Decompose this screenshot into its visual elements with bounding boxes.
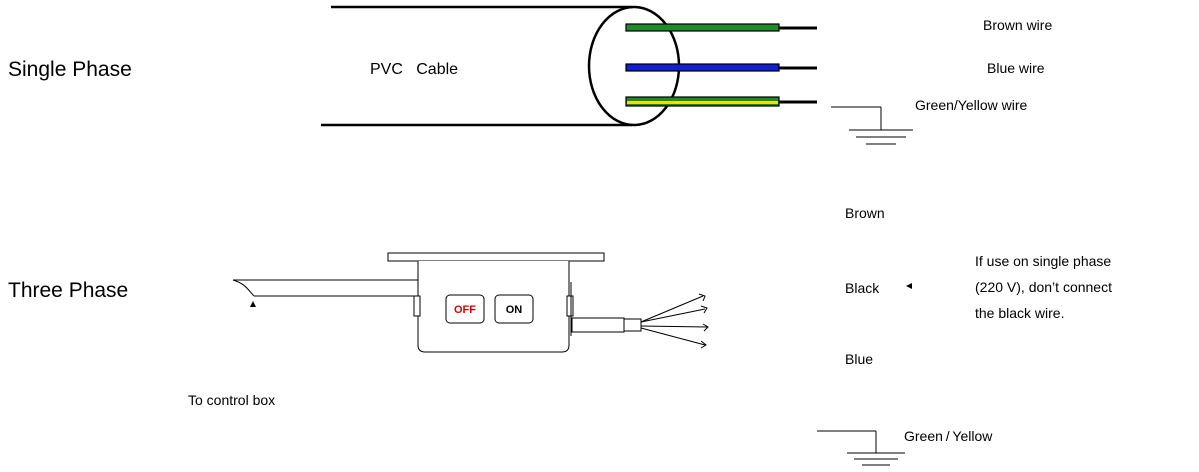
arrow-left-icon (906, 283, 912, 289)
on-button[interactable]: ON (494, 294, 534, 324)
green-yellow-label: Green / Yellow (904, 428, 993, 444)
green-yellow-wire-label: Green/Yellow wire (915, 97, 1028, 113)
blue-wire-label: Blue wire (987, 60, 1045, 76)
blue-wire (625, 63, 817, 72)
ground-symbol-icon (817, 430, 905, 466)
output-cable (571, 293, 709, 349)
single-phase-title: Single Phase (8, 58, 132, 81)
brown-wire-label: Brown wire (983, 17, 1052, 33)
control-cable (232, 279, 418, 297)
switch-box (387, 252, 605, 353)
note-line-3: the black wire. (975, 305, 1064, 321)
green-yellow-wire (625, 96, 817, 107)
on-button-label: ON (506, 304, 523, 316)
brown-wire (625, 23, 817, 32)
note-line-2: (220 V), don’t connect (975, 279, 1112, 295)
pvc-cable-label: PVC Cable (370, 61, 458, 78)
three-phase-title: Three Phase (8, 279, 128, 302)
brown-label: Brown (845, 205, 885, 221)
off-button-label: OFF (454, 304, 476, 316)
black-label: Black (845, 280, 880, 296)
ground-symbol-icon (831, 106, 913, 145)
off-button[interactable]: OFF (445, 294, 485, 324)
blue-label: Blue (845, 351, 873, 367)
arrow-up-icon (250, 301, 256, 307)
note-line-1: If use on single phase (975, 253, 1111, 269)
control-box-label: To control box (188, 392, 275, 408)
